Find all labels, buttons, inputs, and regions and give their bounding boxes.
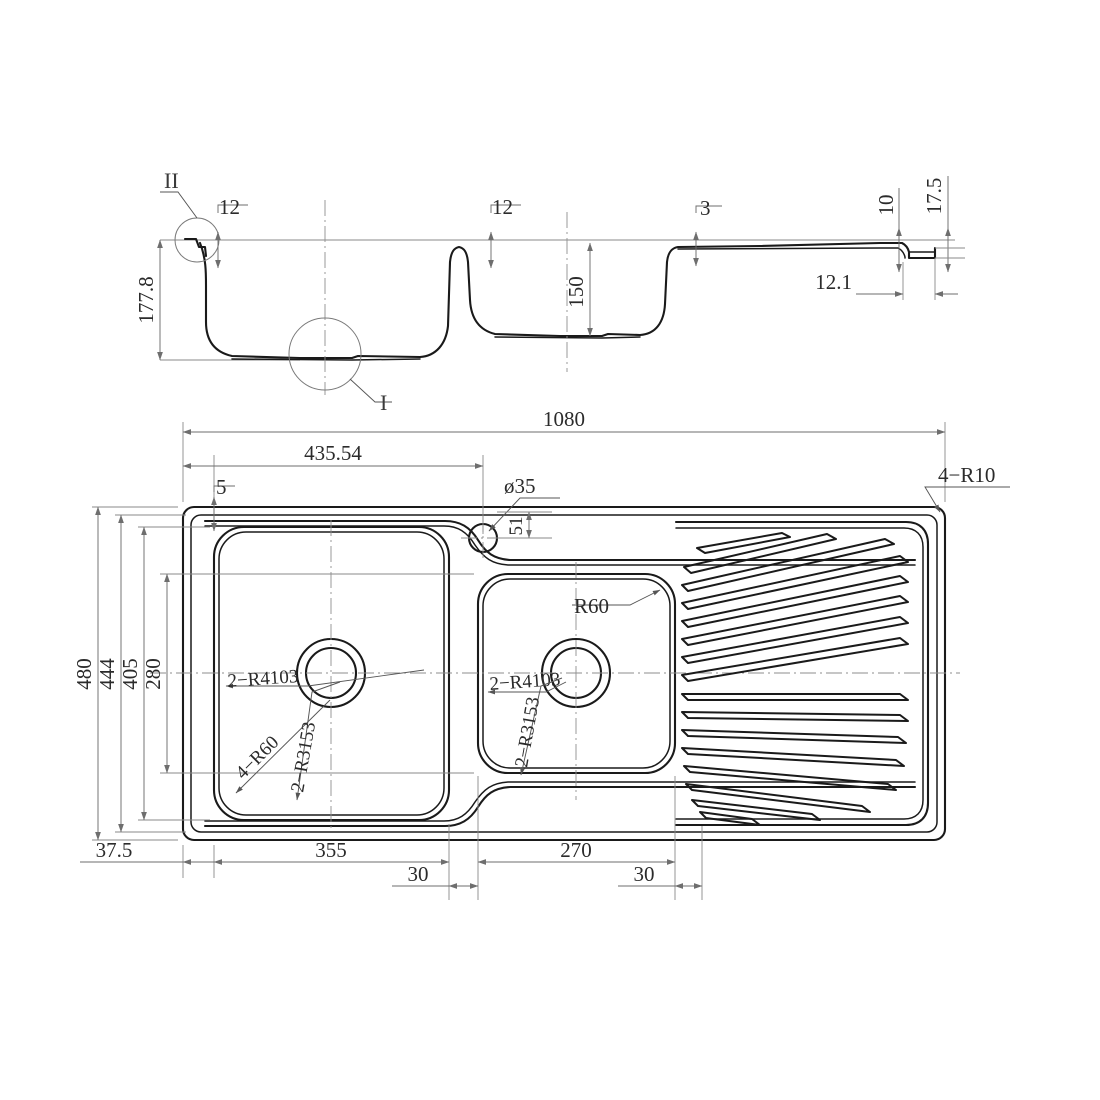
label-bowl1-r3153-leader xyxy=(295,681,341,801)
plan-deck-ridge-bottom-thin xyxy=(204,781,916,822)
dim-444-text: 444 xyxy=(95,658,119,690)
dim-rim-mid-text: 12 xyxy=(492,195,513,219)
section-profile-outline xyxy=(198,241,937,360)
dim-30-b-text: 30 xyxy=(634,862,655,886)
dim-150-text: 150 xyxy=(564,276,588,308)
dim-17-5-text: 17.5 xyxy=(922,178,946,215)
dim-480-text: 480 xyxy=(72,658,96,690)
label-4-r10-leader xyxy=(924,486,1010,513)
plan-bowl-left xyxy=(212,525,451,822)
section-drainboard-lip xyxy=(677,247,906,259)
detail-bubble-i-leader xyxy=(349,378,392,403)
label-bowl2-r4103-leader xyxy=(487,681,567,695)
label-bowl1-r4103-text: 2−R4103 xyxy=(227,666,299,692)
dim-5-text: 5 xyxy=(216,475,227,499)
dim-270-text: 270 xyxy=(560,838,592,862)
dim-177-8-text: 177.8 xyxy=(134,276,158,323)
plan-deck-ridge-top xyxy=(203,519,917,562)
dim-1080-text: 1080 xyxy=(543,407,585,431)
dim-rim-left-leader xyxy=(217,204,248,213)
dim-280-text: 280 xyxy=(141,658,165,690)
plan-bowl-left-inner xyxy=(218,531,445,816)
dim-12-1-text: 12.1 xyxy=(815,270,852,294)
plan-drainboard-boundary-thin xyxy=(675,527,924,820)
label-bowl2-r3153-leader xyxy=(520,677,563,776)
label-4-r60-text: 4−R60 xyxy=(232,732,284,784)
plan-inner-rim-outline xyxy=(190,514,938,833)
plan-bowl-right xyxy=(476,572,677,775)
dim-dia35-text: ø35 xyxy=(504,474,536,498)
dim-355-text: 355 xyxy=(315,838,347,862)
dim-3-text: 3 xyxy=(700,196,711,220)
label-4-r60-leader xyxy=(235,699,331,794)
label-bowl2-r3153-text: 2−R3153 xyxy=(511,695,544,768)
dim-rim-mid-leader xyxy=(490,204,521,213)
dim-rim-left-text: 12 xyxy=(219,195,240,219)
label-bowl1-r4103-leader xyxy=(225,669,425,689)
plan-outer-outline xyxy=(181,505,947,842)
detail-label-i: I xyxy=(380,390,387,415)
label-4-r10-text: 4−R10 xyxy=(938,463,995,487)
drainboard-ribs-group xyxy=(681,532,909,826)
detail-bubble-ii-leader xyxy=(160,191,198,219)
section-bowl-bottom-thin-right xyxy=(494,336,641,339)
section-bowl-bottom-thin-left xyxy=(231,358,421,361)
label-r60-leader xyxy=(572,589,661,606)
dim-51-text: 51 xyxy=(506,517,527,536)
dim-dia35-leader xyxy=(488,497,560,532)
label-bowl1-r3153-text: 2−R3153 xyxy=(287,720,320,793)
dim-435-54-text: 435.54 xyxy=(304,441,362,465)
label-r60-text: R60 xyxy=(574,594,609,618)
plan-deck-ridge-top-thin xyxy=(204,525,916,566)
dim-5-leader xyxy=(213,485,235,492)
dim-30-a-text: 30 xyxy=(408,862,429,886)
section-view-group: II I 177.8 12 12 150 3 10 17.5 xyxy=(134,168,965,415)
dim-10-text: 10 xyxy=(874,195,898,216)
detail-bubble-i-circle xyxy=(288,317,362,391)
dim-37-5-text: 37.5 xyxy=(96,838,133,862)
plan-view-group: 1080 435.54 5 ø35 51 480 444 405 xyxy=(72,407,1010,900)
dim-3-leader xyxy=(695,205,722,213)
detail-label-ii: II xyxy=(164,168,179,193)
detail-ii-rim-fold xyxy=(183,237,208,258)
plan-bowl-right-inner xyxy=(482,578,671,769)
plan-drainboard-boundary xyxy=(674,520,930,827)
dim-405-text: 405 xyxy=(118,658,142,690)
label-bowl2-r4103-text: 2−R4103 xyxy=(489,669,561,695)
